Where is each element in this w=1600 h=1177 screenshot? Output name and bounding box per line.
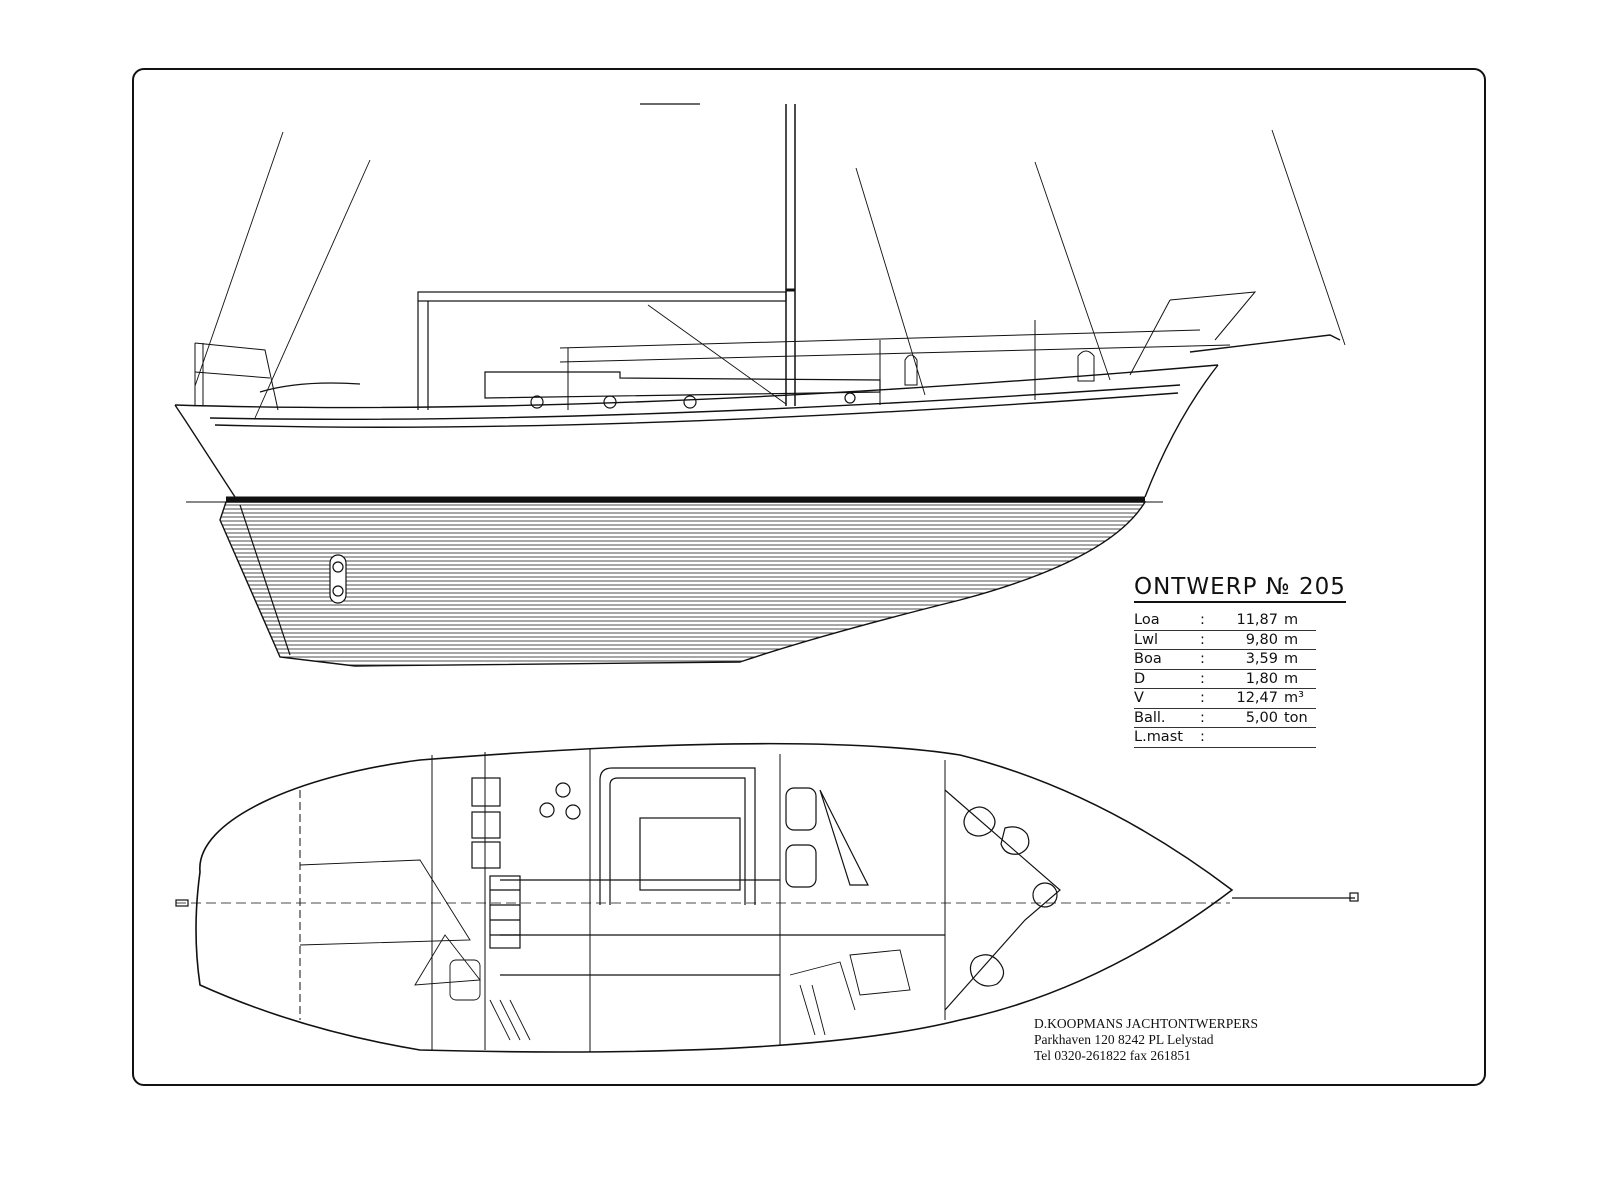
deckhouse	[259, 371, 881, 409]
design-title: ONTWERP № 205	[1134, 574, 1346, 603]
spec-unit	[1284, 728, 1316, 747]
spec-value	[1212, 728, 1284, 747]
galley	[471, 777, 581, 869]
underwater-hull	[219, 501, 1147, 667]
spec-label: Loa	[1134, 612, 1160, 628]
companionway	[489, 875, 521, 949]
spec-unit: m	[1284, 651, 1299, 667]
plan-view	[175, 742, 1359, 1053]
spec-row-volume: V : 12,47 m³	[1134, 689, 1316, 709]
spec-row-mast-length: L.mast :	[1134, 728, 1316, 748]
spec-sep: :	[1200, 670, 1205, 687]
spec-row-draft: D : 1,80 m	[1134, 670, 1316, 689]
spec-unit: m	[1284, 612, 1299, 628]
office-address: Parkhaven 120 8242 PL Lelystad	[1034, 1032, 1214, 1047]
spec-label: Ball.	[1134, 709, 1166, 726]
rigging	[194, 129, 1346, 419]
office-name: D.KOOPMANS JACHTONTWERPERS	[1034, 1016, 1259, 1031]
spec-sep: :	[1200, 709, 1205, 726]
spec-sep: :	[1200, 612, 1205, 628]
spec-value: 11,87	[1236, 612, 1278, 628]
spec-label: V	[1134, 690, 1144, 706]
office-phone: Tel 0320-261822 fax 261851	[1034, 1048, 1191, 1063]
side-profile	[174, 103, 1346, 667]
spec-row-ballast: Ball. : 5,00 ton	[1134, 709, 1316, 728]
forward-cabin	[785, 787, 1061, 1011]
spec-sep: :	[1200, 690, 1205, 706]
spec-value: 1,80	[1245, 670, 1278, 687]
guard-rails	[194, 291, 1257, 411]
spec-value: 5,00	[1245, 709, 1278, 726]
rudder-propeller	[239, 504, 347, 656]
aft-cabin	[299, 859, 911, 1041]
spec-unit: ton	[1284, 709, 1308, 726]
spec-unit: m	[1284, 670, 1299, 687]
hull-topsides	[174, 334, 1341, 498]
mast	[640, 103, 796, 406]
spec-label: Boa	[1134, 651, 1162, 667]
spec-unit: m³	[1284, 690, 1304, 706]
spec-row-loa: Loa : 11,87 m	[1134, 611, 1316, 631]
designer-office-block: D.KOOPMANS JACHTONTWERPERS Parkhaven 120…	[1034, 1016, 1258, 1064]
spec-unit: m	[1284, 631, 1299, 648]
saloon	[500, 767, 945, 976]
spec-value: 9,80	[1245, 631, 1278, 648]
spec-label: D	[1134, 670, 1146, 687]
bulkheads	[299, 748, 946, 1052]
spec-table: Loa : 11,87 m Lwl : 9,80 m Boa : 3,59 m …	[1134, 611, 1316, 748]
spec-row-lwl: Lwl : 9,80 m	[1134, 631, 1316, 650]
boom	[417, 291, 787, 410]
spec-value: 12,47	[1236, 690, 1278, 706]
spec-sep: :	[1200, 631, 1205, 648]
spec-label: L.mast	[1134, 729, 1183, 745]
spec-sep: :	[1200, 729, 1205, 745]
drawing-frame	[132, 68, 1486, 1086]
spec-sep: :	[1200, 651, 1205, 667]
hull-outline	[195, 742, 1234, 1053]
spec-row-boa: Boa : 3,59 m	[1134, 650, 1316, 670]
spec-label: Lwl	[1134, 631, 1158, 648]
spec-value: 3,59	[1245, 651, 1278, 667]
